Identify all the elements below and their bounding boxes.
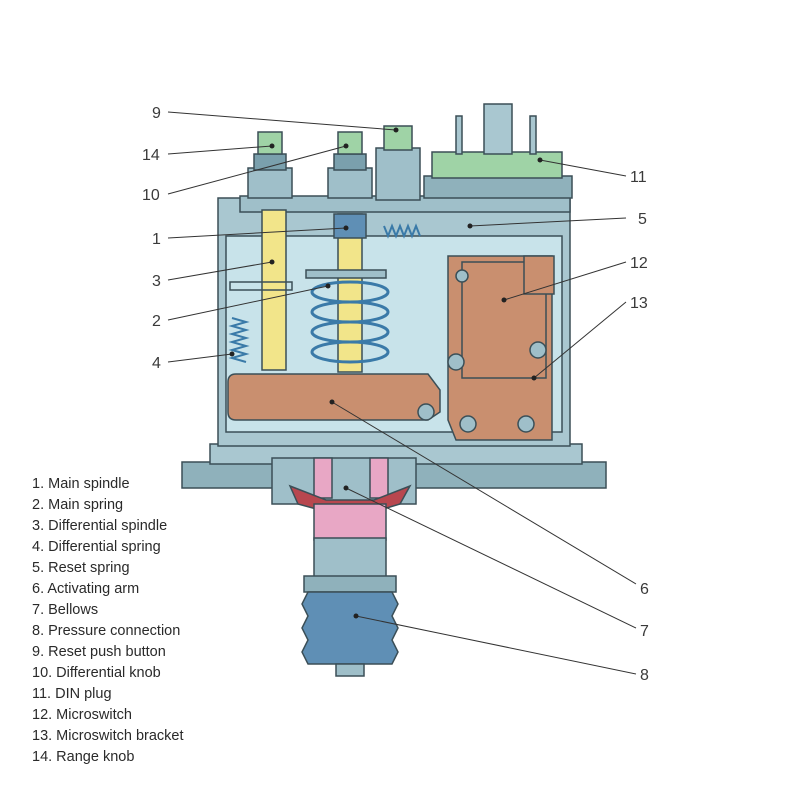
legend-list: 1. Main spindle 2. Main spring 3. Differ… xyxy=(32,474,184,768)
legend-item: 4. Differential spring xyxy=(32,539,161,555)
callout-6: 6 xyxy=(640,581,649,598)
switch-screw-a xyxy=(455,269,469,283)
legend-item: 8. Pressure connection xyxy=(32,623,181,639)
callout-1: 1 xyxy=(152,231,161,248)
connection-neck xyxy=(313,537,387,579)
pressure-switch-drawing xyxy=(181,103,607,677)
legend-item: 7. Bellows xyxy=(32,602,99,618)
legend-item: 2. Main spring xyxy=(32,497,124,513)
connection-hex xyxy=(303,575,397,593)
leader-8 xyxy=(355,615,637,675)
arm-pivot xyxy=(417,403,435,421)
activating-arm xyxy=(227,373,441,421)
leader-1 xyxy=(167,227,347,239)
callout-2: 2 xyxy=(152,313,161,330)
leader-7 xyxy=(345,487,637,629)
legend-item: 12. Microswitch xyxy=(32,707,132,723)
main-spring-plate xyxy=(305,269,387,279)
callout-8: 8 xyxy=(640,667,649,684)
leader-dots xyxy=(229,127,543,619)
range-knob-base xyxy=(247,167,293,199)
legend-item: 5. Reset spring xyxy=(32,560,130,576)
leader-12 xyxy=(503,261,627,301)
bracket-screw-a xyxy=(459,415,477,433)
leader-4 xyxy=(167,353,233,363)
switch-screw-b xyxy=(447,353,465,371)
legend-item: 10. Differential knob xyxy=(32,665,161,681)
din-plug-pin-b xyxy=(455,115,463,155)
differential-knob-cap xyxy=(337,131,363,155)
leader-2 xyxy=(167,285,329,321)
legend-item: 13. Microswitch bracket xyxy=(32,728,184,744)
legend-item: 14. Range knob xyxy=(32,749,135,765)
callout-14: 14 xyxy=(142,147,160,164)
legend-item: 1. Main spindle xyxy=(32,476,130,492)
din-plug-pin-a xyxy=(483,103,513,155)
callout-7: 7 xyxy=(640,623,649,640)
main-spring xyxy=(310,280,390,364)
leader-3 xyxy=(167,261,273,281)
main-spindle-nut xyxy=(333,213,367,239)
leader-10 xyxy=(167,145,347,195)
leader-6 xyxy=(331,401,637,585)
din-plug-base xyxy=(423,175,573,199)
differential-spring xyxy=(228,317,250,363)
bellows-chamber xyxy=(313,503,387,541)
callout-4: 4 xyxy=(152,355,161,372)
bracket-screw-b xyxy=(517,415,535,433)
bellows-left xyxy=(313,457,333,499)
main-spindle xyxy=(337,213,363,373)
callout-9: 9 xyxy=(152,105,161,122)
leader-lines xyxy=(167,111,637,675)
legend-item: 11. DIN plug xyxy=(32,686,112,702)
leader-5 xyxy=(469,217,627,227)
switch-screw-c xyxy=(529,341,547,359)
differential-knob-base xyxy=(327,167,373,199)
reset-button-body xyxy=(375,147,421,201)
legend-item: 6. Activating arm xyxy=(32,581,140,597)
reset-spring xyxy=(383,223,421,239)
din-plug-pin-c xyxy=(529,115,537,155)
differential-bracket xyxy=(229,281,293,291)
din-plug-body xyxy=(431,151,563,179)
legend-item: 3. Differential spindle xyxy=(32,518,168,534)
callout-numbers: 9 14 10 1 3 2 4 11 5 12 13 6 7 8 xyxy=(142,105,649,684)
leader-13 xyxy=(533,301,627,379)
callout-3: 3 xyxy=(152,273,161,290)
leader-14 xyxy=(167,145,273,155)
callout-13: 13 xyxy=(630,295,648,312)
differential-knob-collar xyxy=(333,153,367,171)
callout-12: 12 xyxy=(630,255,648,272)
callout-5: 5 xyxy=(638,211,647,228)
callout-10: 10 xyxy=(142,187,160,204)
connection-tip xyxy=(335,663,365,677)
leader-9 xyxy=(167,111,397,131)
range-knob-cap xyxy=(257,131,283,155)
legend-item: 9. Reset push button xyxy=(32,644,166,660)
leader-11 xyxy=(539,159,627,177)
bellows-right xyxy=(369,457,389,499)
microswitch-lever xyxy=(523,255,555,295)
callout-11: 11 xyxy=(630,169,647,186)
range-knob-collar xyxy=(253,153,287,171)
connection-thread xyxy=(301,591,399,665)
